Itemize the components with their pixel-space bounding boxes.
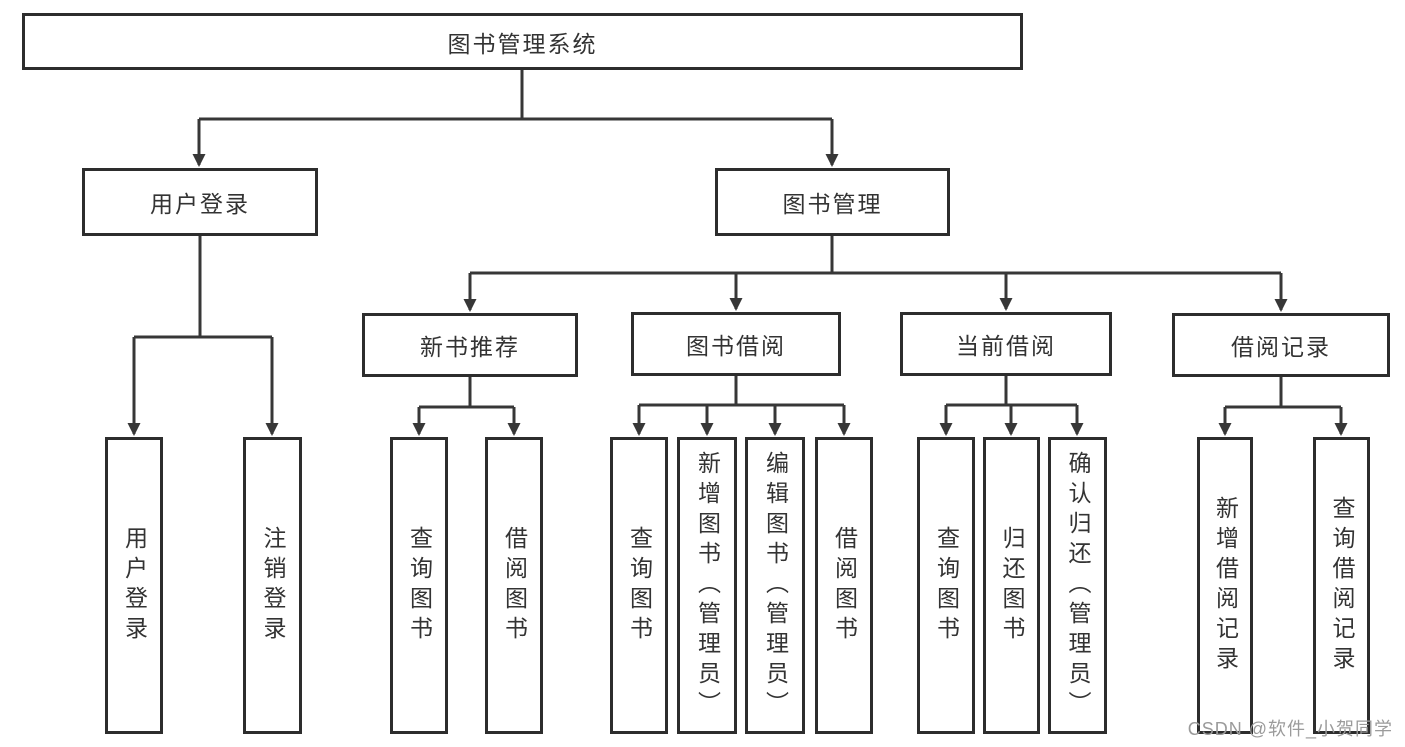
csdn-watermark: CSDN @软件_小贺同学	[1187, 719, 1393, 739]
node-label: 确认归还（管理员）	[1065, 450, 1091, 721]
leaf-add-books-admin: 新增图书（管理员）	[677, 437, 737, 734]
node-borrowing-records: 借阅记录	[1172, 313, 1390, 377]
leaf-confirm-return-admin: 确认归还（管理员）	[1048, 437, 1107, 734]
node-label: 新书推荐	[420, 334, 520, 360]
node-label: 用户登录	[121, 525, 148, 646]
node-label: 图书借阅	[686, 333, 786, 359]
leaf-borrow-books-recommend: 借阅图书	[485, 437, 543, 734]
node-label: 新增图书（管理员）	[694, 450, 721, 721]
node-library-system: 图书管理系统	[22, 13, 1023, 70]
leaf-borrow-books: 借阅图书	[815, 437, 873, 734]
node-label: 编辑图书（管理员）	[762, 450, 789, 721]
leaf-edit-books-admin: 编辑图书（管理员）	[745, 437, 805, 734]
node-label: 用户登录	[150, 191, 250, 217]
node-book-management: 图书管理	[715, 168, 950, 236]
leaf-add-borrow-record: 新增借阅记录	[1197, 437, 1253, 734]
node-label: 新增借阅记录	[1212, 495, 1239, 676]
leaf-logout: 注销登录	[243, 437, 302, 734]
leaf-query-borrow-record: 查询借阅记录	[1313, 437, 1370, 734]
leaf-query-books-borrow: 查询图书	[610, 437, 668, 734]
node-label: 查询图书	[626, 525, 653, 646]
node-book-borrowing: 图书借阅	[631, 312, 841, 376]
leaf-user-login: 用户登录	[105, 437, 163, 734]
node-label: 查询借阅记录	[1329, 495, 1355, 676]
node-label: 查询图书	[933, 525, 960, 646]
node-label: 图书管理	[782, 191, 883, 217]
node-label: 借阅图书	[501, 525, 528, 646]
node-label: 借阅图书	[831, 525, 858, 646]
node-label: 当前借阅	[956, 333, 1056, 359]
node-label: 图书管理系统	[447, 30, 598, 57]
leaf-return-books: 归还图书	[983, 437, 1040, 734]
node-label: 归还图书	[999, 525, 1025, 646]
leaf-query-books-current: 查询图书	[917, 437, 975, 734]
node-label: 借阅记录	[1231, 334, 1331, 360]
node-label: 查询图书	[406, 525, 433, 646]
node-user-login: 用户登录	[82, 168, 318, 236]
node-new-book-recommend: 新书推荐	[362, 313, 578, 377]
node-label: 注销登录	[260, 525, 286, 646]
node-current-borrowing: 当前借阅	[900, 312, 1112, 376]
leaf-query-books-recommend: 查询图书	[390, 437, 448, 734]
